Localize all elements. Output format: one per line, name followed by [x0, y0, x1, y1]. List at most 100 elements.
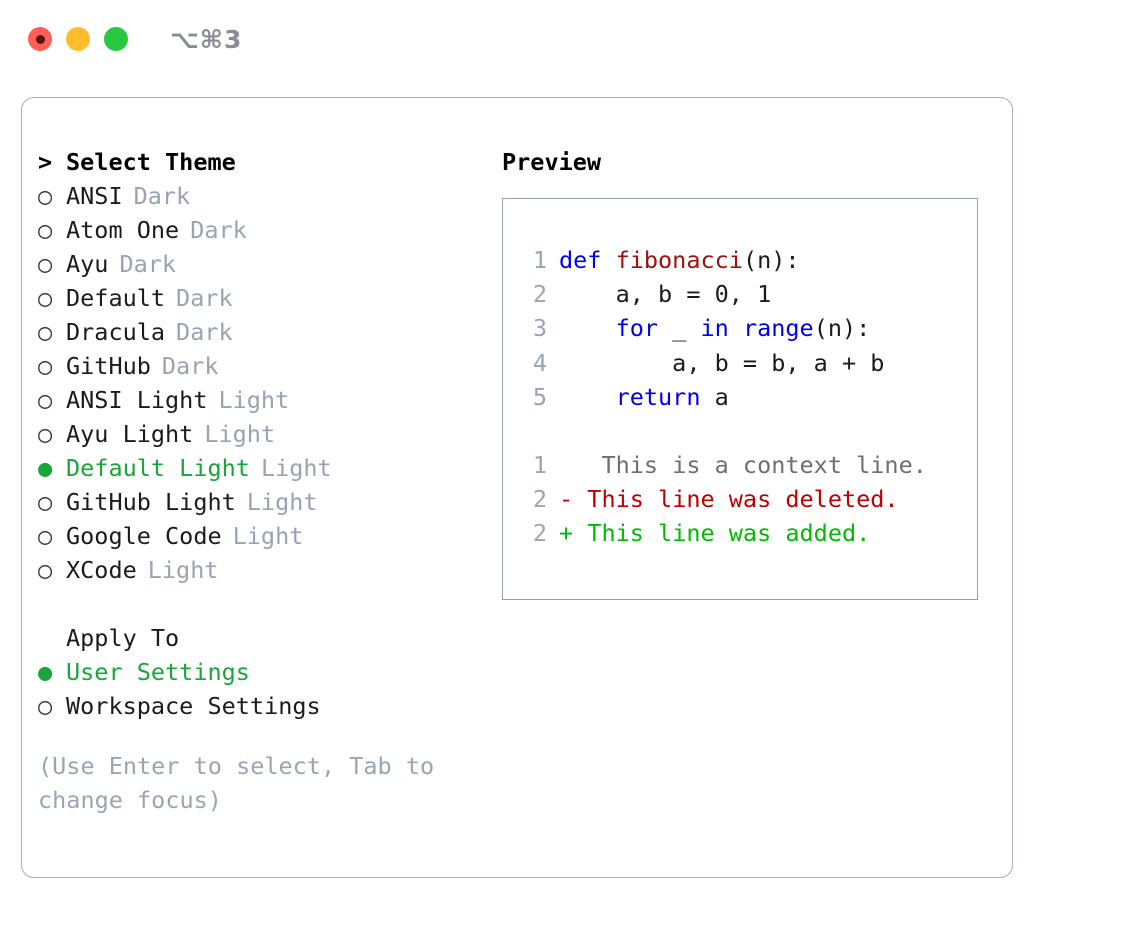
theme-name: GitHub Light — [66, 488, 236, 516]
code-line: 1 def fibonacci(n): — [517, 243, 977, 277]
theme-option-default-light[interactable]: ● Default Light Light — [38, 451, 498, 485]
select-theme-title: Select Theme — [66, 148, 236, 176]
theme-name: Ayu — [66, 250, 109, 278]
theme-option-dracula-dark[interactable]: ○ Dracula Dark — [38, 315, 498, 349]
diff-marker: + — [559, 519, 574, 548]
diff-content: This line was deleted. — [573, 485, 899, 514]
radio-unselected-icon: ○ — [38, 488, 53, 516]
diff-marker: - — [559, 485, 574, 514]
code-blank-line — [517, 414, 977, 448]
preview-title: Preview — [502, 148, 602, 176]
theme-variant-tag: Dark — [176, 318, 233, 346]
theme-name: ANSI Light — [66, 386, 208, 414]
code-token-builtin: range — [742, 314, 814, 343]
code-content: def fibonacci(n): — [559, 243, 800, 277]
apply-to-option-label: User Settings — [66, 658, 250, 686]
code-content: for _ in range(n): — [559, 311, 871, 345]
diff-line-added: 2 + This line was added. — [517, 516, 977, 550]
line-number: 2 — [532, 485, 547, 514]
theme-variant-tag: Dark — [190, 216, 247, 244]
close-button[interactable] — [28, 27, 52, 51]
theme-name: Ayu Light — [66, 420, 194, 448]
code-content: a, b = b, a + b — [559, 346, 884, 380]
theme-name: Atom One — [66, 216, 180, 244]
radio-unselected-icon: ○ — [38, 386, 53, 414]
theme-option-ayu-light[interactable]: ○ Ayu Light Light — [38, 417, 498, 451]
diff-content: This is a context line. — [573, 451, 927, 480]
code-token-plain: (n): — [742, 246, 800, 274]
radio-unselected-icon: ○ — [38, 352, 53, 380]
keyboard-shortcut-label: ⌥⌘3 — [170, 24, 243, 54]
theme-variant-tag: Light — [260, 454, 332, 482]
section-spacer — [38, 587, 498, 621]
theme-option-atom-one-dark[interactable]: ○ Atom One Dark — [38, 213, 498, 247]
code-content: a, b = 0, 1 — [559, 277, 772, 311]
line-number: 1 — [532, 246, 547, 274]
diff-line-context: 1 This is a context line. — [517, 448, 977, 482]
theme-name: GitHub — [66, 352, 151, 380]
preview-column: Preview 1 def fibonacci(n): 2 a, b = 0, … — [502, 145, 994, 600]
radio-unselected-icon: ○ — [38, 284, 53, 312]
code-token-plain — [559, 314, 616, 342]
theme-name: XCode — [66, 556, 137, 584]
code-token-keyword: for — [615, 314, 659, 343]
diff-marker — [559, 448, 573, 482]
code-line: 5 return a — [517, 380, 977, 414]
line-number: 4 — [532, 348, 547, 377]
theme-variant-tag: Dark — [176, 284, 233, 312]
line-number: 1 — [532, 451, 547, 480]
radio-unselected-icon: ○ — [38, 216, 53, 244]
theme-option-github-light[interactable]: ○ GitHub Light Light — [38, 485, 498, 519]
theme-option-ansi-dark[interactable]: ○ ANSI Dark — [38, 179, 498, 213]
theme-variant-tag: Light — [246, 488, 318, 516]
maximize-button[interactable] — [104, 27, 128, 51]
theme-option-github-dark[interactable]: ○ GitHub Dark — [38, 349, 498, 383]
apply-to-title: Apply To — [66, 624, 180, 652]
prompt-caret-icon: > — [38, 148, 53, 176]
apply-to-option-workspace-settings[interactable]: ○ Workspace Settings — [38, 689, 498, 723]
code-token-keyword: return — [615, 382, 701, 411]
code-token-plain — [559, 383, 616, 411]
code-line: 3 for _ in range(n): — [517, 311, 977, 345]
theme-option-xcode-light[interactable]: ○ XCode Light — [38, 553, 498, 587]
theme-name: Default — [66, 284, 166, 312]
code-token-plain: _ — [658, 314, 701, 343]
radio-unselected-icon: ○ — [38, 522, 53, 550]
code-token-plain — [729, 314, 743, 342]
diff-line-deleted: 2 - This line was deleted. — [517, 482, 977, 516]
radio-selected-icon: ● — [38, 658, 53, 686]
keyboard-hint-text: (Use Enter to select, Tab to change focu… — [38, 752, 435, 814]
theme-name: Dracula — [66, 318, 166, 346]
theme-variant-tag: Dark — [161, 352, 219, 380]
radio-unselected-icon: ○ — [38, 692, 53, 720]
radio-unselected-icon: ○ — [38, 250, 53, 278]
diff-content: This line was added. — [573, 519, 871, 548]
code-token-plain: a — [700, 382, 729, 411]
apply-to-option-label: Workspace Settings — [66, 692, 321, 720]
line-number: 3 — [532, 314, 547, 343]
theme-variant-tag: Dark — [133, 182, 191, 210]
window-controls — [28, 27, 128, 51]
theme-option-ansi-light[interactable]: ○ ANSI Light Light — [38, 383, 498, 417]
select-theme-header: > Select Theme — [38, 145, 498, 179]
theme-variant-tag: Light — [204, 420, 276, 448]
theme-selector-column: > Select Theme ○ ANSI Dark ○ Atom One Da… — [38, 145, 498, 817]
theme-picker-panel: > Select Theme ○ ANSI Dark ○ Atom One Da… — [21, 97, 1013, 878]
apply-to-option-user-settings[interactable]: ● User Settings — [38, 655, 498, 689]
line-number: 2 — [532, 280, 547, 309]
code-token-keyword: def — [559, 246, 616, 274]
theme-variant-tag: Light — [232, 522, 304, 550]
theme-option-ayu-dark[interactable]: ○ Ayu Dark — [38, 247, 498, 281]
line-number: 5 — [532, 382, 547, 411]
radio-unselected-icon: ○ — [38, 182, 53, 210]
radio-selected-icon: ● — [38, 454, 53, 482]
preview-box: 1 def fibonacci(n): 2 a, b = 0, 1 3 for … — [502, 198, 978, 600]
theme-option-google-code-light[interactable]: ○ Google Code Light — [38, 519, 498, 553]
code-token-keyword: in — [700, 314, 729, 343]
theme-option-default-dark[interactable]: ○ Default Dark — [38, 281, 498, 315]
code-line: 2 a, b = 0, 1 — [517, 277, 977, 311]
minimize-button[interactable] — [66, 27, 90, 51]
theme-variant-tag: Dark — [119, 250, 177, 278]
code-token-plain: a, b = 0, 1 — [559, 280, 772, 309]
